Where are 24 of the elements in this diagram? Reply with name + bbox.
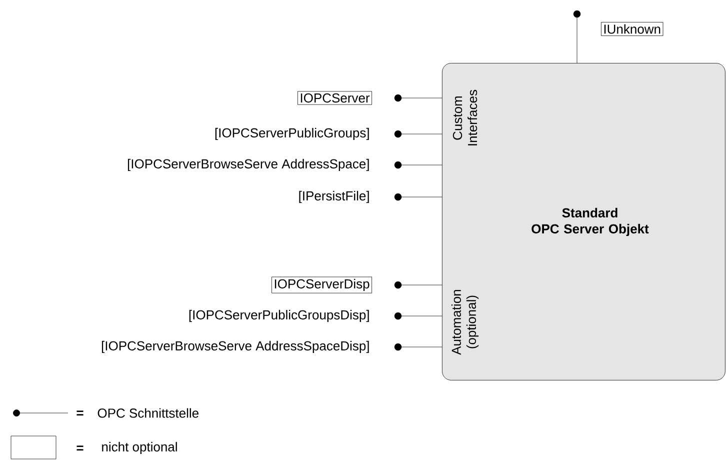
interface-connector <box>394 343 442 351</box>
interface-connector <box>394 161 442 169</box>
interface-label: [IOPCServerBrowseServe AddressSpaceDisp] <box>102 340 369 354</box>
interface-connector <box>394 312 442 320</box>
interface-connector <box>394 193 442 201</box>
legend-text: OPC Schnittstelle <box>98 408 198 418</box>
interface-box: IUnknown <box>601 22 664 36</box>
equals-sign: = <box>76 446 84 451</box>
group-label: Automation (optional) <box>451 290 479 355</box>
interface-label: [IOPCServerPublicGroups] <box>215 128 369 140</box>
interface-label: [IOPCServerBrowseServe AddressSpace] <box>128 158 369 172</box>
object-title: Standard OPC Server Objekt <box>532 208 649 236</box>
server-object-box <box>442 63 726 380</box>
group-label: Custom Interfaces <box>452 90 478 146</box>
interface-box: IOPCServerDisp <box>272 276 372 294</box>
interface-box: IOPCServer <box>298 91 372 105</box>
interface-connector <box>394 281 442 289</box>
interface-label: [IOPCServerPublicGroupsDisp] <box>189 310 369 322</box>
legend-text: nicht optional <box>102 442 177 454</box>
interface-connector <box>394 94 442 102</box>
interface-connector <box>573 10 581 64</box>
interface-connector <box>394 130 442 138</box>
equals-sign: = <box>76 410 84 416</box>
interface-label: [IPersistFile] <box>299 190 369 204</box>
